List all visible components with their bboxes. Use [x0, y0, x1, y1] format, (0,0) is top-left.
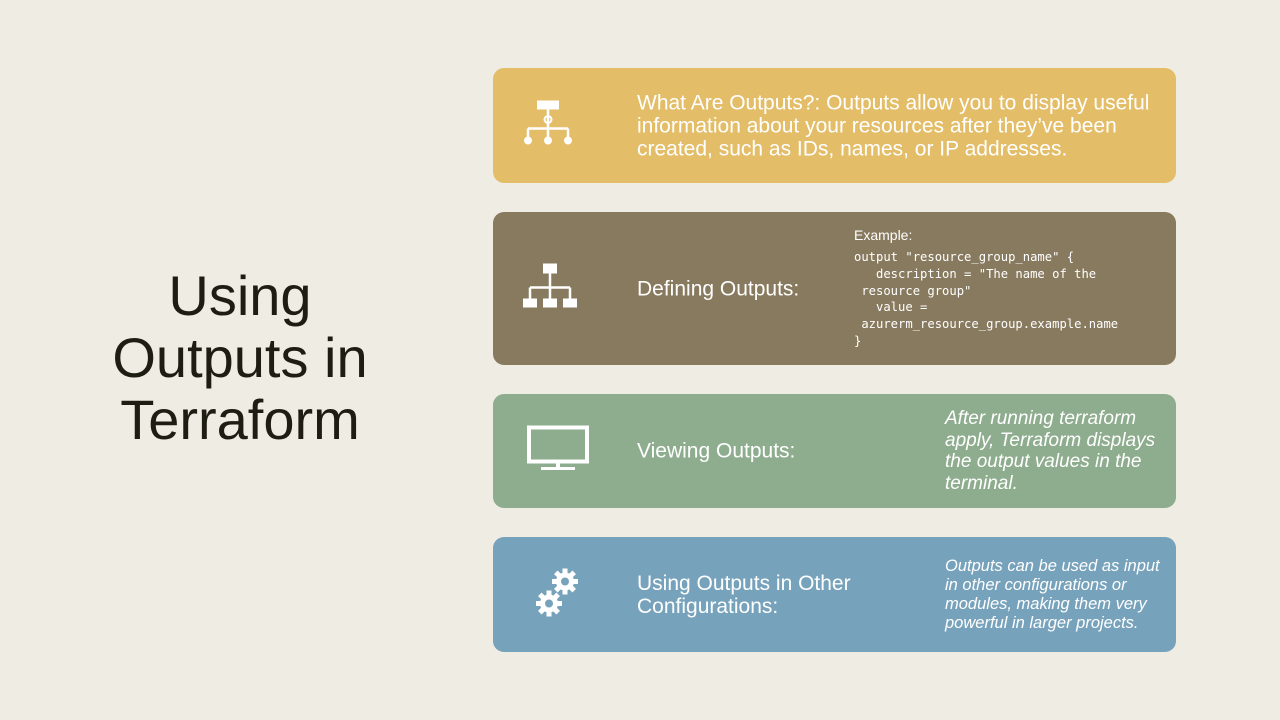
- card-using-outputs-other-configs: Using Outputs in Other Configurations: O…: [493, 537, 1176, 652]
- card-heading: Defining Outputs:: [637, 277, 800, 300]
- example-block: Example: output "resource_group_name" { …: [854, 227, 1169, 350]
- card-heading: Viewing Outputs:: [637, 439, 796, 463]
- monitor-icon: [527, 425, 589, 477]
- card-viewing-outputs: Viewing Outputs: After running terraform…: [493, 394, 1176, 508]
- gears-icon: [535, 566, 583, 623]
- card-description: After running terraform apply, Terraform…: [945, 408, 1156, 494]
- card-description: Outputs can be used as input in other co…: [945, 556, 1160, 632]
- example-code: output "resource_group_name" { descripti…: [854, 250, 1119, 348]
- card-heading: Using Outputs in Other Configurations:: [637, 571, 851, 618]
- card-what-are-outputs: What Are Outputs?: Outputs allow you to …: [493, 68, 1176, 183]
- example-label: Example:: [854, 227, 913, 243]
- slide-title: Using Outputs in Terraform: [112, 264, 368, 451]
- card-defining-outputs: Defining Outputs: Example: output "resou…: [493, 212, 1176, 365]
- card-heading: What Are Outputs?: Outputs allow you to …: [637, 91, 1150, 160]
- org-chart-icon: [523, 263, 577, 314]
- hierarchy-icon: [523, 100, 573, 151]
